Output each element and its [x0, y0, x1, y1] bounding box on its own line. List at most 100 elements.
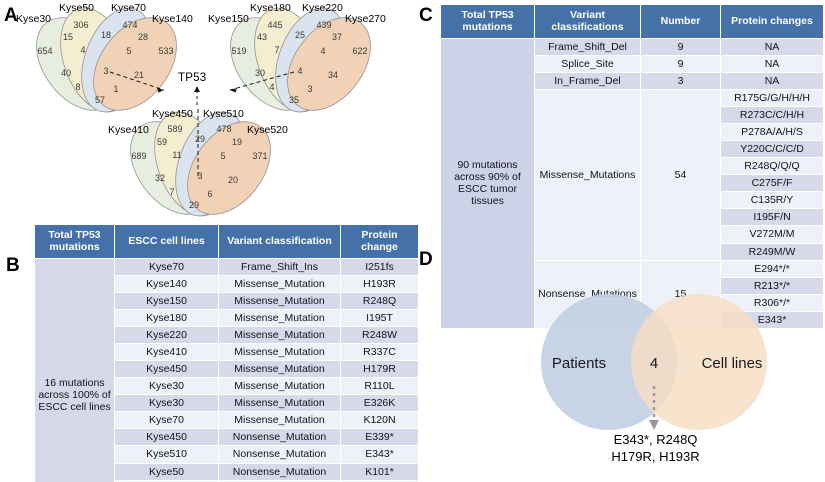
panel-b-table-wrap: Total TP53 mutations ESCC cell lines Var…: [34, 224, 419, 482]
venn2-region-bcd: 4: [320, 46, 325, 56]
table-row: V272M/M: [441, 225, 824, 244]
venn1-region-a: 654: [37, 46, 52, 56]
table-b-protein: NA: [340, 479, 419, 482]
venn-diagram-patients-cell-lines: Patients Cell lines 4: [541, 294, 767, 430]
table-c-number: 3: [640, 71, 721, 90]
venn-d-label-cell-lines: Cell lines: [702, 355, 763, 372]
table-c-variant: Missense_Mutations: [534, 88, 641, 261]
table-c-variant: In_Frame_Del: [534, 71, 641, 90]
table-b-variant: Missense_Mutation: [218, 411, 341, 430]
venn3-region-bd: 20: [228, 175, 238, 185]
table-row: Kyse270Splice_SiteNA: [35, 479, 419, 482]
table-b-protein: E326K: [340, 394, 419, 413]
table-c-protein: R306*/*: [720, 293, 824, 312]
table-b-cell-line: Kyse50: [114, 462, 219, 481]
venn3-region-bc: 29: [195, 134, 205, 144]
table-c-header-number: Number: [640, 4, 721, 39]
venn2-set-label-1: Kyse180: [250, 2, 291, 14]
venn3-region-a: 689: [131, 151, 146, 161]
venn2-region-bc: 25: [295, 30, 305, 40]
venn2-region-abd: 4: [269, 82, 274, 92]
table-b-cell-line: Kyse510: [114, 445, 219, 464]
table-b-cell-line: Kyse150: [114, 291, 219, 310]
table-b-cell-line: Kyse180: [114, 308, 219, 328]
table-row: 90 mutations across 90% of ESCC tumor ti…: [440, 37, 824, 329]
table-c-protein: Y220C/C/C/D: [720, 140, 824, 159]
venn3-region-acd: 6: [207, 189, 212, 199]
table-row: R249M/W: [441, 242, 824, 261]
venn1-pointer-arrow: [157, 88, 164, 93]
table-b-protein: H193R: [340, 274, 419, 293]
venn1-region-bd: 21: [134, 70, 144, 80]
venn2-set-label-0: Kyse150: [208, 13, 249, 25]
venn2-set-label-2: Kyse220: [302, 2, 343, 14]
venn2-region-abcd: 4: [297, 66, 302, 76]
venn1-region-bc: 18: [101, 30, 111, 40]
table-b-header-total: Total TP53 mutations: [34, 224, 115, 259]
table-b-variant: Missense_Mutation: [218, 394, 341, 413]
table-row: 16 mutations across 100% of ESCC cell li…: [34, 257, 419, 482]
venn3-set-label-2: Kyse510: [203, 108, 244, 120]
table-c-protein: R249M/W: [720, 242, 824, 261]
venn1-region-abcd: 3: [103, 66, 108, 76]
table-b-header-row: Total TP53 mutations ESCC cell lines Var…: [34, 224, 419, 259]
venn3-region-bcd: 5: [220, 151, 225, 161]
venn-d-caption-line1: E343*, R248Q: [613, 432, 698, 447]
table-b-variant: Missense_Mutation: [218, 377, 341, 396]
venn1-region-c: 474: [122, 20, 137, 30]
table-b-summary-cell: 16 mutations across 100% of ESCC cell li…: [34, 257, 115, 482]
table-b-cell-line: Kyse450: [114, 360, 219, 379]
table-c-body: 90 mutations across 90% of ESCC tumor ti…: [440, 37, 824, 329]
table-b-protein: R337C: [340, 343, 419, 362]
table-b-protein: I195T: [340, 308, 419, 328]
table-c-header-total: Total TP53 mutations: [440, 4, 535, 39]
venn2-region-a: 519: [231, 46, 246, 56]
table-c-protein: I195F/N: [720, 208, 824, 227]
venn-diagram-3: Kyse410 Kyse450 Kyse510 Kyse520 689 589 …: [108, 106, 288, 217]
venn-diagram-1: Kyse30 Kyse50 Kyse70 Kyse140 654 306 474…: [16, 2, 193, 113]
venn2-region-ad: 35: [289, 95, 299, 105]
venn3-set-label-1: Kyse450: [152, 108, 193, 120]
venn2-region-d: 622: [352, 46, 367, 56]
table-c-protein: R213*/*: [720, 276, 824, 295]
table-c-header-variant: Variant classifications: [534, 4, 641, 39]
venn-d-circle-cell-lines: [631, 294, 767, 430]
table-row: R273C/C/H/H: [441, 105, 824, 125]
table-row: I195F/N: [441, 208, 824, 227]
venn-d-label-patients: Patients: [552, 355, 606, 372]
venn3-region-cd: 19: [232, 137, 242, 147]
venn2-region-acd: 3: [307, 84, 312, 94]
table-b-variant: Nonsense_Mutation: [218, 428, 341, 447]
table-c-protein: E294*/*: [720, 259, 824, 278]
table-c-protein: R175G/G/H/H/H: [720, 88, 824, 108]
table-b-header-variant: Variant classification: [218, 224, 341, 259]
venn3-region-c: 478: [216, 124, 231, 134]
table-b-body: 16 mutations across 100% of ESCC cell li…: [34, 257, 419, 482]
table-b-cell-line: Kyse220: [114, 325, 219, 345]
table-c-protein: P278A/A/H/S: [720, 123, 824, 142]
table-c-number: 54: [640, 88, 721, 261]
venn3-region-b: 589: [167, 124, 182, 134]
venn1-region-bcd: 5: [126, 46, 131, 56]
venn2-pointer-arrow: [230, 88, 237, 93]
venn2-region-ac: 30: [255, 68, 265, 78]
table-b-variant: Missense_Mutation: [218, 360, 341, 379]
table-b-protein: H179R: [340, 360, 419, 379]
venn1-region-cd: 28: [138, 32, 148, 42]
panel-label-b: B: [6, 255, 20, 276]
table-b-cell-line: Kyse450: [114, 428, 219, 447]
panel-c-table-wrap: Total TP53 mutations Variant classificat…: [440, 4, 824, 329]
venn2-region-cd: 37: [332, 32, 342, 42]
table-row: C275F/F: [441, 174, 824, 193]
table-c-protein: R273C/C/H/H: [720, 105, 824, 125]
table-c-header-row: Total TP53 mutations Variant classificat…: [440, 4, 824, 39]
